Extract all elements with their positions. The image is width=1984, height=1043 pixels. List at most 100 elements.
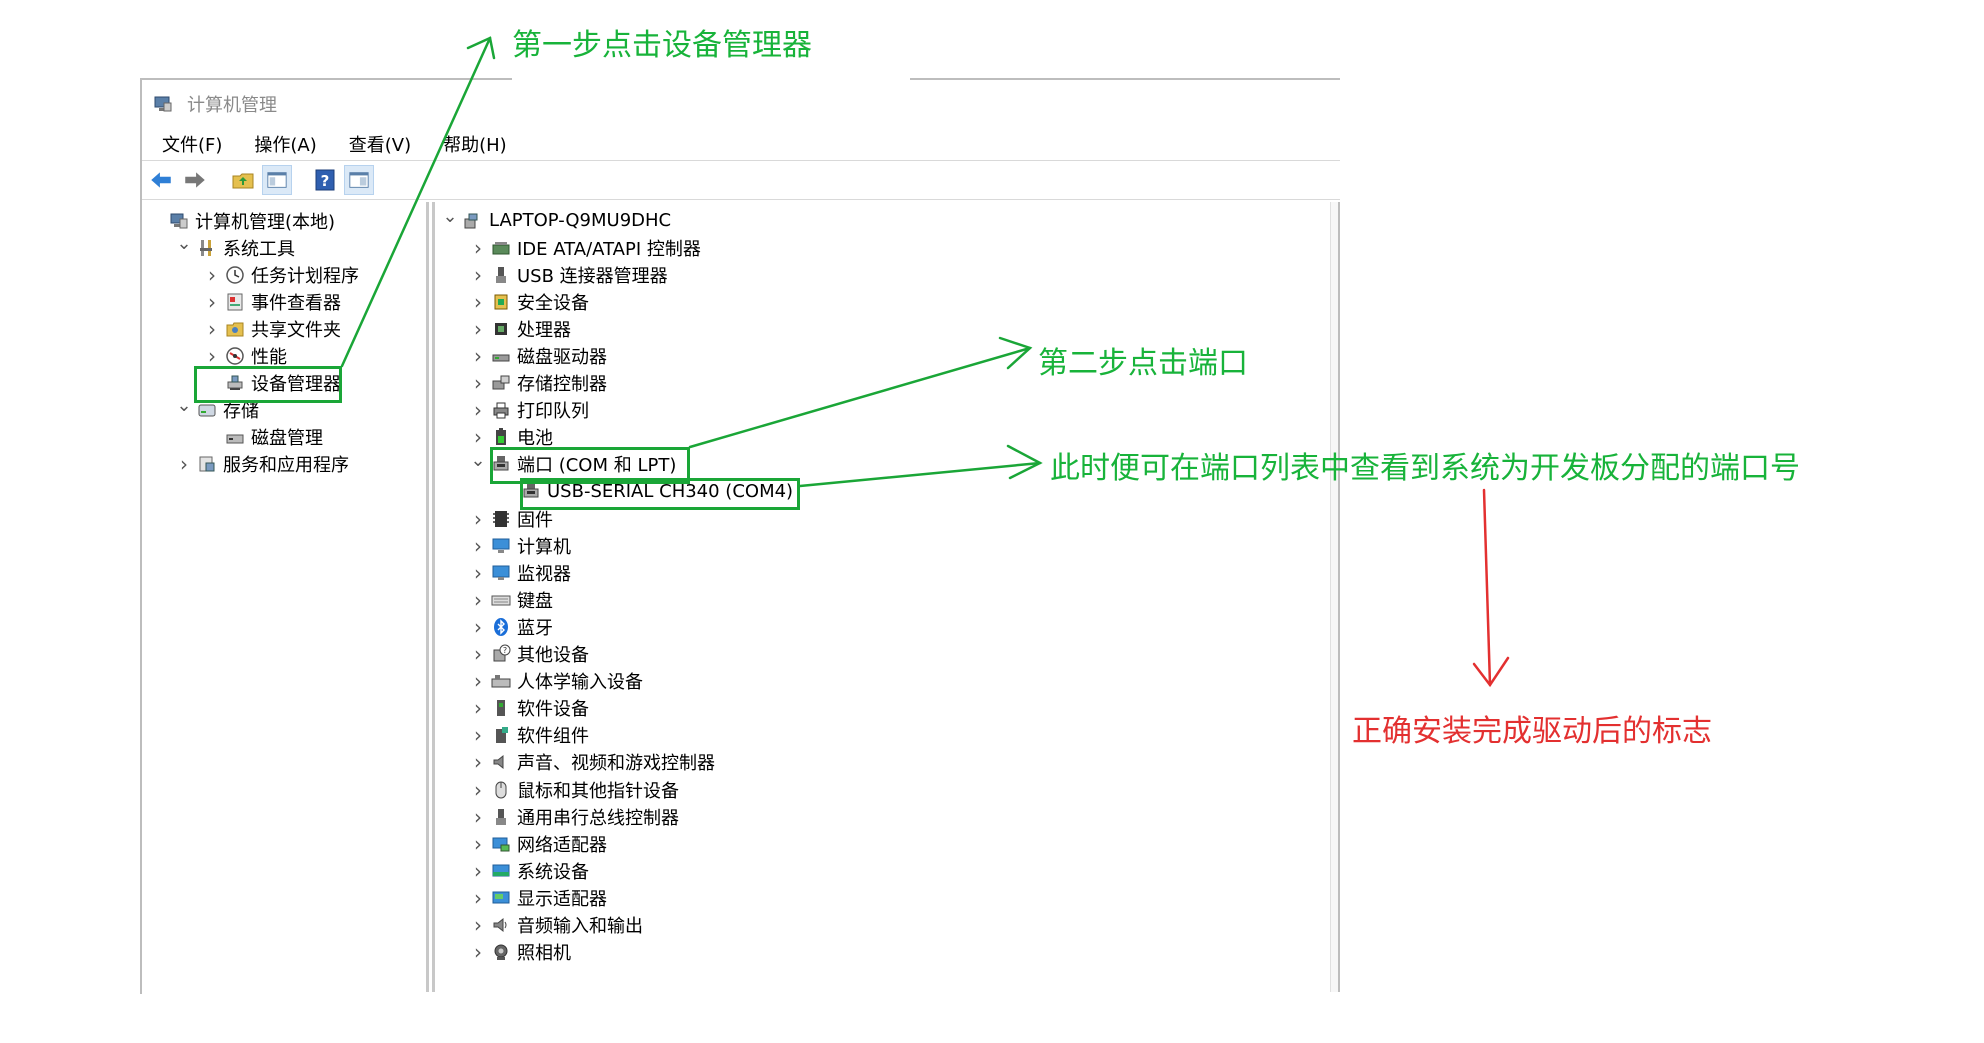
help-icon[interactable]: ? [310,165,340,195]
menu-action[interactable]: 操作(A) [254,135,317,156]
chevron-right-icon[interactable]: › [474,777,482,802]
disk-drive-icon [490,345,512,367]
device-tree-item[interactable]: ›存储控制器 [470,370,607,397]
device-tree-item[interactable]: ›?其他设备 [470,641,589,668]
device-tree-item[interactable]: ›处理器 [470,315,571,342]
device-tree-item[interactable]: ›音频输入和输出 [470,912,643,939]
left-tree-item[interactable]: › 共享文件夹 [204,315,341,342]
chevron-right-icon[interactable]: › [474,723,482,748]
chevron-right-icon[interactable]: › [474,885,482,910]
device-tree-item-label: 磁盘驱动器 [517,346,607,368]
device-tree-item[interactable]: ›照相机 [470,939,571,966]
menu-help[interactable]: 帮助(H) [443,135,507,156]
left-tree-item[interactable]: 设备管理器 [204,369,341,396]
chevron-right-icon[interactable]: › [474,398,482,423]
forward-arrow-icon[interactable] [180,165,210,195]
svg-text:?: ? [321,172,330,190]
device-tree-item[interactable]: ›蓝牙 [470,613,553,640]
chevron-right-icon[interactable]: › [474,750,482,775]
left-tree-item[interactable]: ›服务和应用程序 [176,450,349,477]
left-tree-item[interactable]: ⌄存储 [176,395,259,423]
chevron-right-icon[interactable]: › [474,425,482,450]
display-adapter-icon [490,887,512,909]
chevron-right-icon[interactable]: › [474,669,482,694]
left-tree-item[interactable]: ›性能 [204,342,287,369]
chevron-right-icon[interactable]: › [474,831,482,856]
left-tree-item[interactable]: ›事件查看器 [204,288,341,315]
menu-view[interactable]: 查看(V) [348,135,412,156]
device-tree-item[interactable]: ›人体学输入设备 [470,668,643,695]
device-tree-item[interactable]: ›计算机 [470,532,571,559]
left-tree-item[interactable]: 计算机管理(本地) [148,207,335,234]
device-tree-item[interactable]: ›通用串行总线控制器 [470,803,679,830]
menu-file[interactable]: 文件(F) [162,135,223,156]
chevron-right-icon[interactable]: › [474,804,482,829]
chevron-right-icon[interactable]: › [180,451,188,476]
chevron-right-icon[interactable]: › [208,316,216,341]
chevron-right-icon[interactable]: › [474,533,482,558]
device-tree-item[interactable]: ›键盘 [470,586,553,613]
device-tree-item[interactable]: › 软件组件 [470,722,589,749]
device-tree-item[interactable]: ›软件设备 [470,695,589,722]
device-tree-item[interactable]: ›显示适配器 [470,884,607,911]
chevron-down-icon[interactable]: ⌄ [176,233,192,254]
chevron-right-icon[interactable]: › [474,262,482,287]
up-folder-icon[interactable] [228,165,258,195]
device-tree-item[interactable]: ›USB 连接器管理器 [470,261,668,288]
highlight-device-manager [194,366,342,403]
chevron-right-icon[interactable]: › [474,506,482,531]
properties-icon[interactable] [344,165,374,195]
chevron-right-icon[interactable]: › [474,343,482,368]
left-tree-item[interactable]: ⌄系统工具 [176,233,295,261]
chevron-right-icon[interactable]: › [474,940,482,965]
vertical-scrollbar[interactable] [1330,202,1340,992]
chevron-right-icon[interactable]: › [474,235,482,260]
chevron-down-icon[interactable]: ⌄ [470,449,486,471]
chevron-right-icon[interactable]: › [208,262,216,287]
chevron-right-icon[interactable]: › [474,560,482,585]
usb-controller-icon [490,806,512,828]
chevron-right-icon[interactable]: › [474,316,482,341]
device-tree-root[interactable]: ⌄LAPTOP-Q9MU9DHC [442,206,671,234]
device-tree-item[interactable]: ›固件 [470,505,553,532]
device-tree-item[interactable]: ›监视器 [470,559,571,586]
chevron-right-icon[interactable]: › [208,343,216,368]
chevron-right-icon[interactable]: › [474,858,482,883]
storage-icon [196,399,218,421]
device-tree-item[interactable]: ›声音、视频和游戏控制器 [470,749,715,776]
device-tree-item[interactable]: ›系统设备 [470,857,589,884]
left-tree-item[interactable]: ›任务计划程序 [204,261,359,288]
chevron-down-icon[interactable]: ⌄ [442,206,458,227]
chevron-right-icon[interactable]: › [474,696,482,721]
chevron-right-icon[interactable]: › [474,913,482,937]
chevron-right-icon[interactable]: › [474,614,482,639]
usb-connector-icon [490,264,512,286]
system-tools-icon [196,237,218,259]
device-tree-item[interactable]: ›鼠标和其他指针设备 [470,776,679,803]
audio-io-icon [490,914,512,936]
device-tree-item[interactable]: ›电池 [470,424,553,451]
window-title: 计算机管理 [187,95,277,116]
chevron-down-icon[interactable]: ⌄ [176,395,192,416]
chevron-right-icon[interactable]: › [474,289,482,314]
window-top-border-right [910,78,1340,80]
chevron-right-icon[interactable]: › [208,289,216,314]
left-tree-item-label: 设备管理器 [251,373,341,395]
software-component-icon [490,724,512,746]
show-pane-icon[interactable] [262,165,292,195]
chevron-right-icon[interactable]: › [474,371,482,395]
chevron-right-icon[interactable]: › [474,642,482,666]
left-tree-item[interactable]: 磁盘管理 [204,423,323,450]
left-tree-item-label: 共享文件夹 [251,319,341,341]
device-tree-item[interactable]: › 磁盘驱动器 [470,342,607,369]
back-arrow-icon[interactable] [146,165,176,195]
device-tree-item-label: 软件组件 [517,726,589,748]
device-tree-item[interactable]: ›安全设备 [470,288,589,315]
device-tree-item[interactable]: ›打印队列 [470,397,589,424]
device-tree-item[interactable]: ›IDE ATA/ATAPI 控制器 [470,234,701,261]
storage-controller-icon [490,372,512,394]
chevron-right-icon[interactable]: › [474,587,482,612]
device-tree-item[interactable]: ›网络适配器 [470,830,607,857]
device-tree-child-item[interactable]: USB-SERIAL CH340 (COM4) [500,478,793,505]
device-tree-item[interactable]: ⌄端口 (COM 和 LPT) [470,449,676,478]
